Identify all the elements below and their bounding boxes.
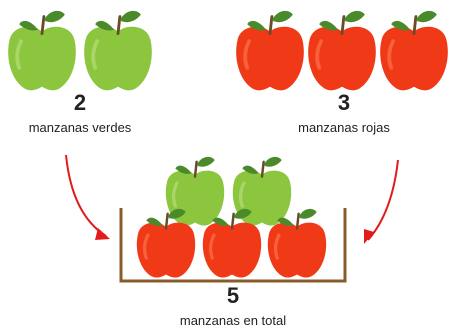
green-apples-group (6, 8, 154, 93)
arrow-icon (65, 154, 110, 240)
green-count: 2 (74, 90, 86, 115)
total-label: manzanas en total (180, 313, 286, 328)
total-count: 5 (227, 283, 239, 308)
arrow-icon (364, 159, 399, 244)
apple-icon (82, 8, 154, 93)
apple-icon (234, 8, 306, 93)
apple-icon (6, 8, 78, 93)
total-apples-group (135, 155, 328, 280)
red-apples-group (234, 8, 450, 93)
apple-icon (306, 8, 378, 93)
red-count: 3 (338, 90, 350, 115)
container-tray (119, 208, 347, 283)
green-label: manzanas verdes (29, 120, 132, 135)
apple-icon (378, 8, 450, 93)
red-label: manzanas rojas (298, 120, 390, 135)
